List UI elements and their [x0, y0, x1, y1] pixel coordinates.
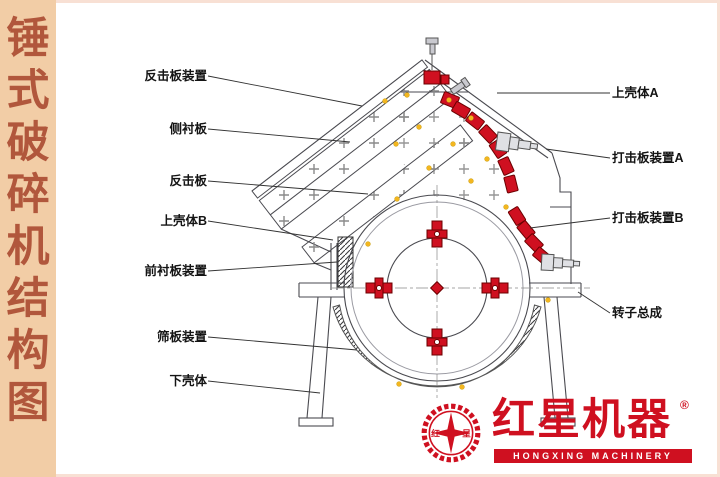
brand-name: 红星机器 [492, 396, 672, 444]
leader-lines [207, 75, 611, 394]
title-char: 破 [6, 119, 50, 167]
impact-plate-top-band [251, 59, 429, 199]
front-liner-plate [337, 236, 354, 288]
registered-mark: ® [680, 398, 689, 412]
badge-char-right: 星 [462, 429, 471, 439]
brand-subtitle: HONGXING MACHINERY [494, 449, 692, 463]
bolt-assembly-b [540, 253, 581, 272]
brand-logo: 红 星 红星机器 ® HONGXING MACHINERY [418, 396, 710, 470]
bolt-assembly-a [494, 131, 539, 153]
label-screen-plate-assembly: 筛板装置 [156, 330, 207, 344]
label-upper-casing-b: 上壳体B [160, 214, 207, 228]
label-rotor-assembly: 转子总成 [612, 306, 663, 320]
label-strike-plate-assembly-b: 打击板装置B [612, 211, 684, 225]
label-impact-plate-assembly: 反击板装置 [144, 69, 207, 83]
screen-plate-arc [332, 304, 542, 388]
label-upper-casing-a: 上壳体A [612, 86, 659, 100]
title-char: 碎 [6, 171, 50, 219]
title-char: 结 [6, 275, 50, 323]
title-char: 式 [6, 67, 50, 115]
label-impact-plate: 反击板 [169, 174, 207, 188]
badge-char-left: 红 [431, 428, 440, 439]
hammer-bottom [426, 328, 448, 356]
label-front-liner-assembly: 前衬板装置 [144, 264, 207, 278]
hammer-left [365, 277, 393, 299]
title-char: 构 [6, 327, 50, 375]
brand-badge-gear-star-icon: 红 星 [421, 403, 481, 463]
label-strike-plate-assembly-a: 打击板装置A [612, 151, 684, 165]
vertical-title-strip: 锤 式 破 碎 机 结 构 图 [0, 0, 56, 477]
title-char: 锤 [6, 15, 50, 63]
hammer-top [426, 220, 448, 248]
label-lower-casing: 下壳体 [169, 374, 207, 388]
rotor-center-pin [429, 280, 445, 296]
rotor-hammers [365, 220, 509, 356]
title-char: 机 [6, 223, 50, 271]
hammer-right [481, 277, 509, 299]
highlight-dots [365, 92, 551, 390]
top-feed-parts [423, 37, 471, 96]
label-side-liner: 侧衬板 [169, 122, 207, 136]
title-char: 图 [6, 379, 50, 427]
chamber-plus-field [390, 98, 508, 212]
